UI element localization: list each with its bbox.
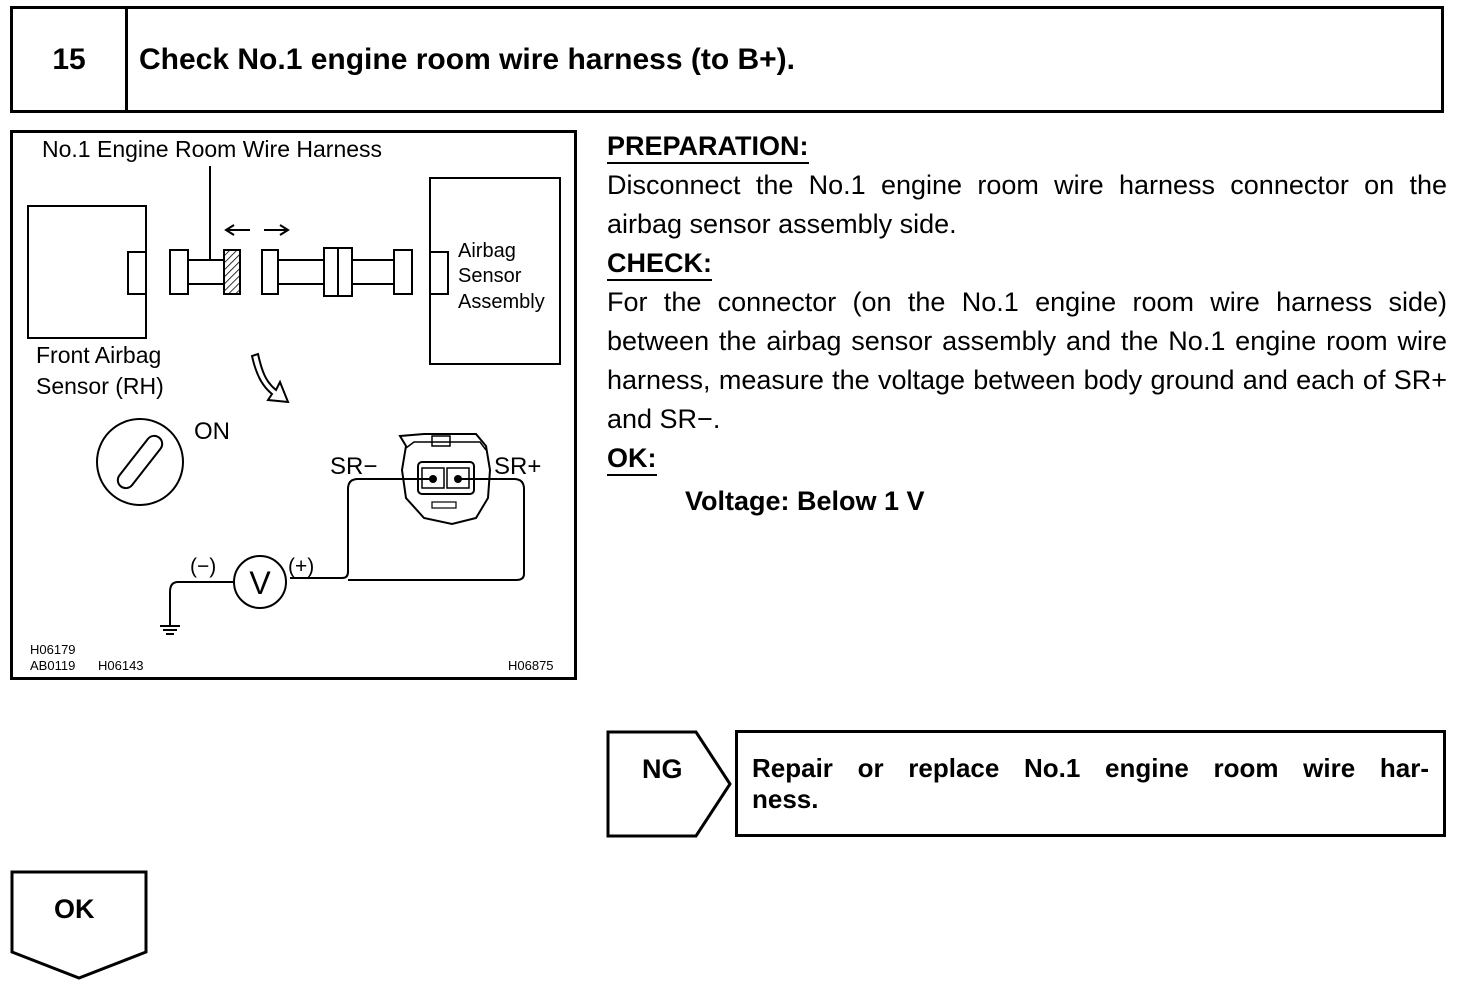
figure-code-1: H06179 xyxy=(30,642,76,657)
check-text: For the connector (on the No.1 engine ro… xyxy=(607,287,1447,434)
step-title: Check No.1 engine room wire harness (to … xyxy=(139,42,795,76)
harness-wire-segment xyxy=(187,259,225,285)
step-number: 15 xyxy=(13,9,128,110)
front-sensor-label-2: Sensor (RH) xyxy=(36,373,164,399)
check-heading: CHECK: xyxy=(607,247,712,281)
ignition-switch-icon xyxy=(96,418,184,506)
sr-plus-label: SR+ xyxy=(494,453,541,480)
ng-word: har- xyxy=(1379,753,1429,783)
ignition-label: ON xyxy=(194,418,230,445)
ng-word: No.1 xyxy=(1024,753,1081,783)
figure-code-2: AB0119 xyxy=(30,658,75,673)
figure-code-3: H06143 xyxy=(98,658,144,673)
ng-label: NG xyxy=(642,754,683,784)
curved-arrow-icon xyxy=(250,352,290,404)
meter-plus-label: (+) xyxy=(288,555,314,578)
ok-spec: Voltage: Below 1 V xyxy=(685,486,925,516)
wire-sr-minus xyxy=(290,478,433,579)
front-sensor-connector xyxy=(127,251,147,295)
ng-action-box: Repair or replace No.1 engine room wire … xyxy=(735,730,1446,837)
harness-plug-right xyxy=(261,249,279,295)
instruction-text: PREPARATION: Disconnect the No.1 engine … xyxy=(607,127,1447,521)
separation-arrows-icon xyxy=(224,224,290,236)
harness-connector-hatched xyxy=(223,249,241,295)
voltmeter-icon: V xyxy=(233,555,287,609)
ok-branch-tag: OK xyxy=(10,870,150,980)
voltmeter-symbol: V xyxy=(249,565,271,601)
step-header: 15 Check No.1 engine room wire harness (… xyxy=(10,6,1444,113)
figure-code-4: H06875 xyxy=(508,658,554,673)
airbag-sensor-connector xyxy=(429,251,449,295)
wire-sr-plus xyxy=(348,478,525,581)
ng-branch-tag: NG xyxy=(606,730,1446,838)
ng-arrow-shape xyxy=(606,730,732,838)
preparation-text: Disconnect the No.1 engine room wire har… xyxy=(607,170,1447,239)
ng-action-line-1: Repair or replace No.1 engine room wire … xyxy=(752,753,1429,784)
ok-arrow-shape xyxy=(10,870,148,980)
preparation-heading: PREPARATION: xyxy=(607,130,809,164)
meter-minus-label: (−) xyxy=(190,555,216,578)
ng-word: replace xyxy=(908,753,1000,783)
harness-label: No.1 Engine Room Wire Harness xyxy=(42,136,382,162)
ng-word: room xyxy=(1213,753,1279,783)
sr-minus-label: SR− xyxy=(330,453,377,480)
airbag-label-3: Assembly xyxy=(458,291,545,313)
wiring-illustration: No.1 Engine Room Wire Harness Front Airb… xyxy=(10,130,577,680)
ng-word: engine xyxy=(1105,753,1189,783)
ng-action-line-2: ness. xyxy=(752,784,819,814)
ng-word: wire xyxy=(1303,753,1356,783)
ok-label: OK xyxy=(54,894,95,924)
ground-lead xyxy=(169,581,234,626)
airbag-sensor-assembly xyxy=(429,177,561,365)
front-airbag-sensor xyxy=(27,205,147,339)
ground-symbol-icon xyxy=(160,625,180,635)
airbag-label-1: Airbag xyxy=(458,240,516,262)
ng-word: or xyxy=(857,753,884,783)
airbag-label-2: Sensor xyxy=(458,265,522,287)
front-sensor-label-1: Front Airbag xyxy=(36,342,161,368)
ng-word: Repair xyxy=(752,753,833,783)
harness-plug-left xyxy=(169,249,189,295)
ok-heading: OK: xyxy=(607,442,657,476)
